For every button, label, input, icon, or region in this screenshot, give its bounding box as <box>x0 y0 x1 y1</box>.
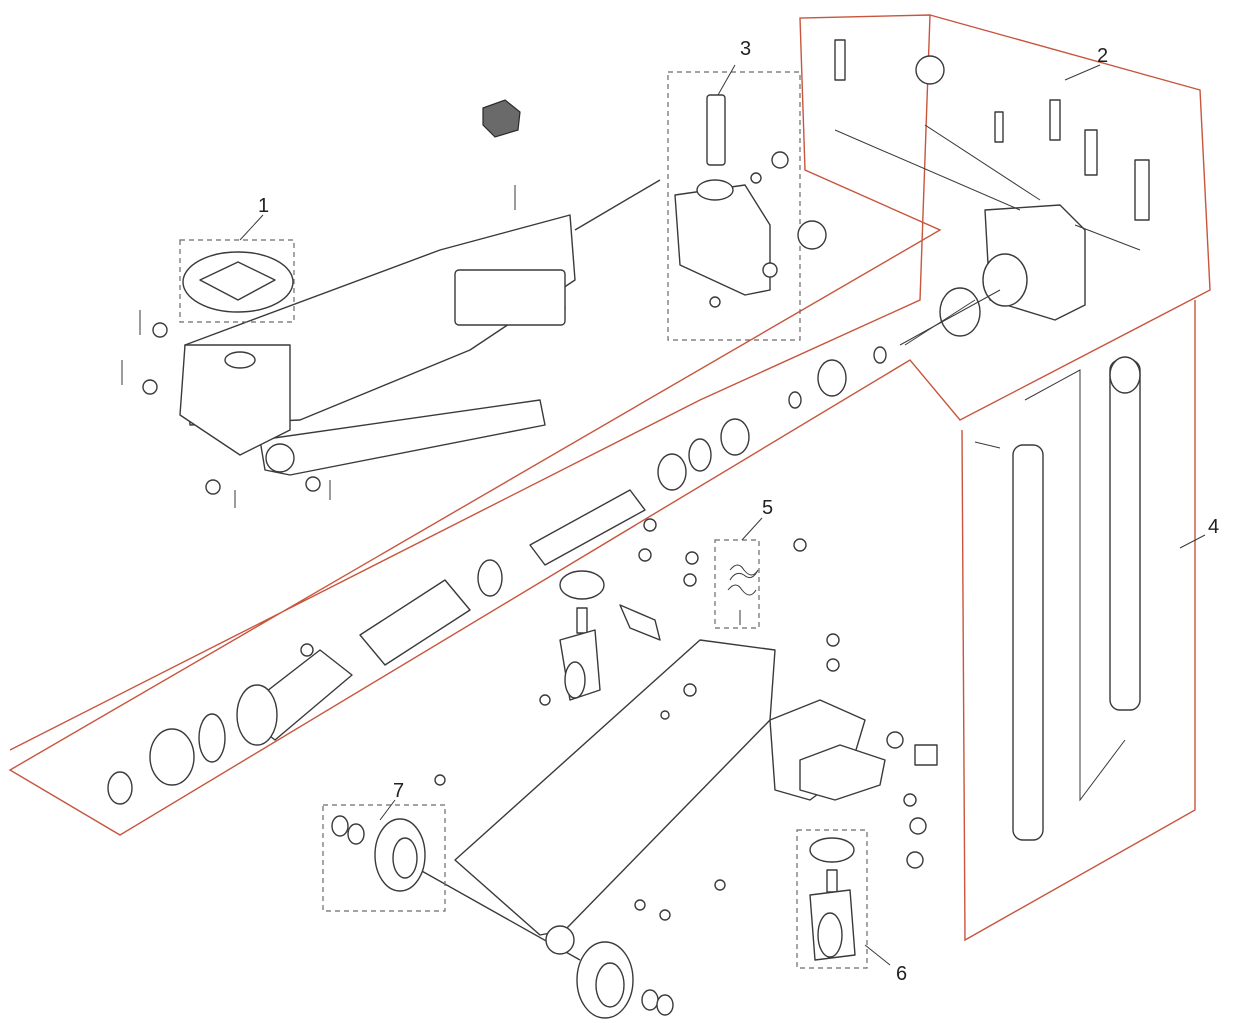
handle-assembly <box>974 356 1141 841</box>
hydraulic-unit-outline <box>8 14 1211 836</box>
callout-5-leader <box>741 517 763 541</box>
callout-1: 1 <box>258 195 269 217</box>
wheel-group-box <box>322 804 446 912</box>
lift-arm-group <box>121 214 576 508</box>
callout-6: 6 <box>896 963 907 985</box>
pump-base-assembly <box>834 39 1150 346</box>
hydraulic-cylinder-assembly <box>107 289 1001 805</box>
pump-group-box <box>667 71 801 341</box>
callout-1-leader <box>239 214 264 241</box>
handle-group-outline <box>961 300 1196 942</box>
callout-5: 5 <box>762 497 773 519</box>
callout-7: 7 <box>393 780 404 802</box>
callout-3-leader <box>717 64 736 96</box>
callout-7-leader <box>379 799 396 821</box>
callout-4: 4 <box>1208 516 1219 538</box>
caster-front-left <box>559 570 605 701</box>
callout-3: 3 <box>740 38 751 60</box>
callout-2: 2 <box>1097 45 1108 67</box>
caster-group-box <box>796 829 868 969</box>
frame-assembly <box>419 639 886 961</box>
caster-rear <box>809 837 856 961</box>
return-spring <box>727 564 759 625</box>
pump-assembly <box>514 94 827 308</box>
saddle-group-box <box>179 239 295 323</box>
callout-2-leader <box>1064 64 1101 81</box>
front-wheel <box>576 941 674 1019</box>
callout-4-leader <box>1179 534 1206 549</box>
callout-6-leader <box>864 944 891 966</box>
spring-group-box <box>714 539 760 629</box>
rear-wheel <box>331 815 426 892</box>
fasteners <box>434 518 938 921</box>
rubber-pad <box>482 99 521 138</box>
